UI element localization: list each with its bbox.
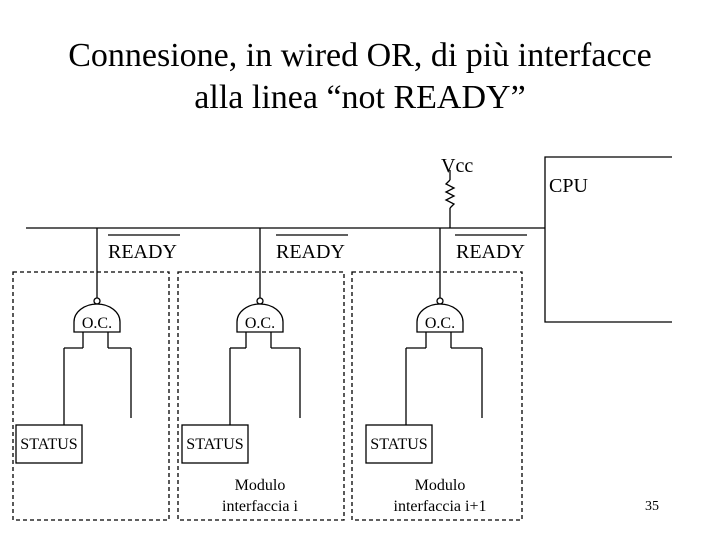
status-label-3: STATUS bbox=[370, 436, 427, 453]
gate-output-bubble-3 bbox=[436, 297, 444, 305]
nand-gate-2 bbox=[236, 303, 284, 333]
status-box-2 bbox=[181, 424, 249, 464]
status-label-1: STATUS bbox=[20, 436, 77, 453]
ready-label-3: READY bbox=[456, 241, 525, 263]
module-box-3 bbox=[351, 271, 523, 521]
vcc-label: Vcc bbox=[441, 155, 473, 177]
page-number: 35 bbox=[645, 499, 659, 514]
module-box-1 bbox=[12, 271, 170, 521]
title-line-1: Connesione, in wired OR, di più interfac… bbox=[68, 37, 652, 74]
status-box-3 bbox=[365, 424, 433, 464]
title-line-2: alla linea “not READY” bbox=[194, 79, 526, 116]
gate-label-2: O.C. bbox=[245, 315, 275, 332]
gate-label-1: O.C. bbox=[82, 315, 112, 332]
module-box-2 bbox=[177, 271, 345, 521]
status-box-1 bbox=[15, 424, 83, 464]
nand-gate-1 bbox=[73, 303, 121, 333]
gate-output-bubble-1 bbox=[93, 297, 101, 305]
nand-gate-3 bbox=[416, 303, 464, 333]
module-label-3-line2: interfaccia i+1 bbox=[394, 498, 487, 515]
status-label-2: STATUS bbox=[186, 436, 243, 453]
gate-output-bubble-2 bbox=[256, 297, 264, 305]
gate-label-3: O.C. bbox=[425, 315, 455, 332]
cpu-label: CPU bbox=[549, 175, 588, 197]
module-label-2-line1: Modulo bbox=[235, 477, 286, 494]
cpu-box bbox=[544, 156, 672, 323]
module-label-2-line2: interfaccia i bbox=[222, 498, 299, 515]
pull-up-resistor bbox=[444, 179, 456, 209]
module-label-3-line1: Modulo bbox=[415, 477, 466, 494]
ready-label-1: READY bbox=[108, 241, 177, 263]
ready-label-2: READY bbox=[276, 241, 345, 263]
